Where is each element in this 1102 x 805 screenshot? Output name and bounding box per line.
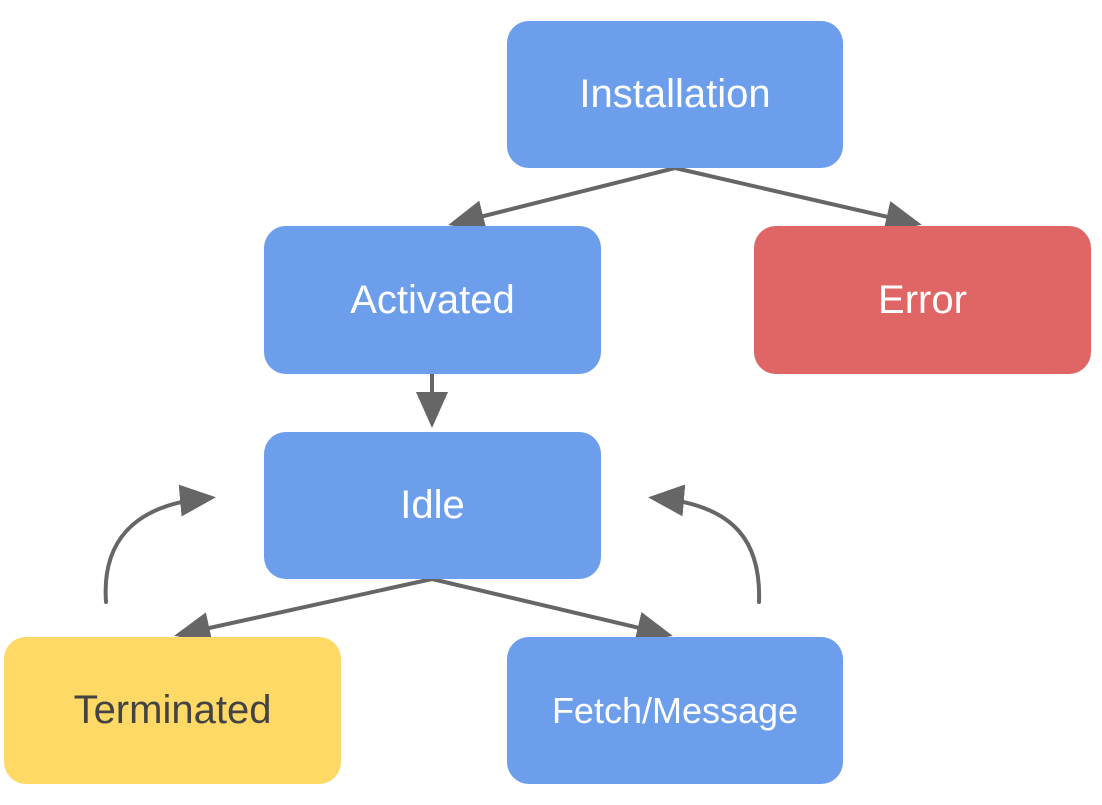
edge-installation-to-activated xyxy=(448,166,677,232)
node-idle-label: Idle xyxy=(400,483,465,527)
node-activated-label: Activated xyxy=(350,277,515,322)
edge-fetch-message-to-idle xyxy=(648,484,762,604)
node-fetch-message-label: Fetch/Message xyxy=(551,689,799,731)
node-terminated-label: Terminated xyxy=(73,688,272,732)
node-fetch-message: Fetch/Message xyxy=(507,637,843,784)
edge-idle-to-terminated xyxy=(174,577,434,644)
node-error: Error xyxy=(754,226,1091,374)
edge-terminated-to-idle xyxy=(103,484,216,604)
node-error-label: Error xyxy=(878,277,967,322)
node-idle: Idle xyxy=(264,432,601,579)
edge-installation-to-error xyxy=(673,166,922,233)
node-terminated: Terminated xyxy=(4,637,341,784)
node-activated: Activated xyxy=(264,226,601,374)
node-installation: Installation xyxy=(507,21,843,168)
edge-idle-to-fetch-message xyxy=(430,577,673,644)
node-installation-label: Installation xyxy=(579,72,771,116)
